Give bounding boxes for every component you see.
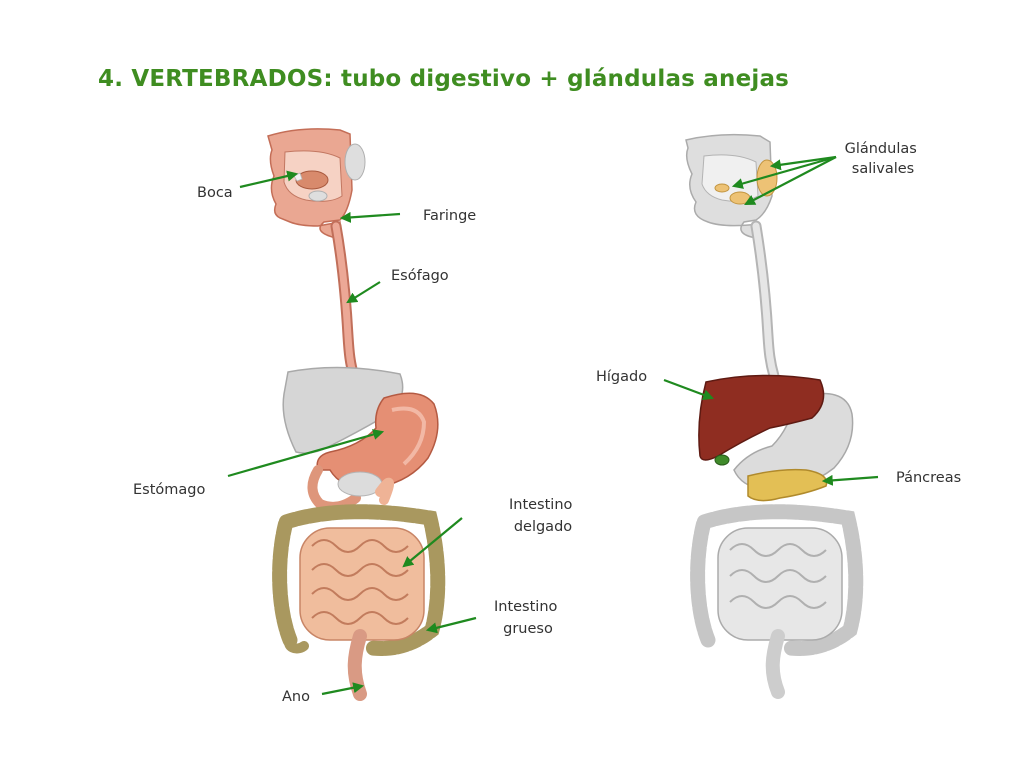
label-higado: Hígado xyxy=(596,369,647,385)
rectum-shape xyxy=(347,629,367,701)
label-estomago: Estómago xyxy=(133,482,205,498)
large-intestine-shape xyxy=(272,504,446,656)
label-ano: Ano xyxy=(282,689,310,705)
digestive-tube-illustration xyxy=(267,128,446,701)
head-section xyxy=(267,128,366,239)
label-intestino-delgado: Intestino delgado xyxy=(509,497,577,535)
arrow-intestino-delgado xyxy=(402,517,463,568)
arrow-esofago xyxy=(346,281,381,304)
salivary-gland-sublingual xyxy=(714,183,730,193)
pancreas-shape xyxy=(747,468,828,502)
salivary-gland-submandibular xyxy=(729,191,751,205)
arrow-pancreas xyxy=(821,474,879,486)
liver-shape xyxy=(698,374,825,461)
slide-title: 4. VERTEBRADOS: tubo digestivo + glándul… xyxy=(98,66,790,92)
label-esofago: Esófago xyxy=(391,268,449,284)
arrow-higado xyxy=(663,378,715,401)
label-pancreas: Páncreas xyxy=(896,470,961,486)
small-intestine-shape xyxy=(299,477,425,641)
arrow-faringe xyxy=(339,211,401,223)
arrow-ano xyxy=(321,682,365,696)
accessory-glands-illustration xyxy=(685,133,864,699)
arrow-glandulas-2 xyxy=(731,155,837,189)
arrow-glandulas-1 xyxy=(769,155,837,171)
label-faringe: Faringe xyxy=(423,208,476,224)
label-glandulas-salivales: Glándulas salivales xyxy=(845,141,922,177)
label-boca: Boca xyxy=(197,185,233,201)
liver-gray-shape xyxy=(282,366,404,454)
arrow-estomago xyxy=(227,429,385,478)
label-intestino-grueso: Intestino grueso xyxy=(494,599,562,637)
arrow-glandulas-3 xyxy=(744,156,837,206)
arrow-intestino-grueso xyxy=(425,616,477,634)
arrow-boca xyxy=(239,170,299,189)
